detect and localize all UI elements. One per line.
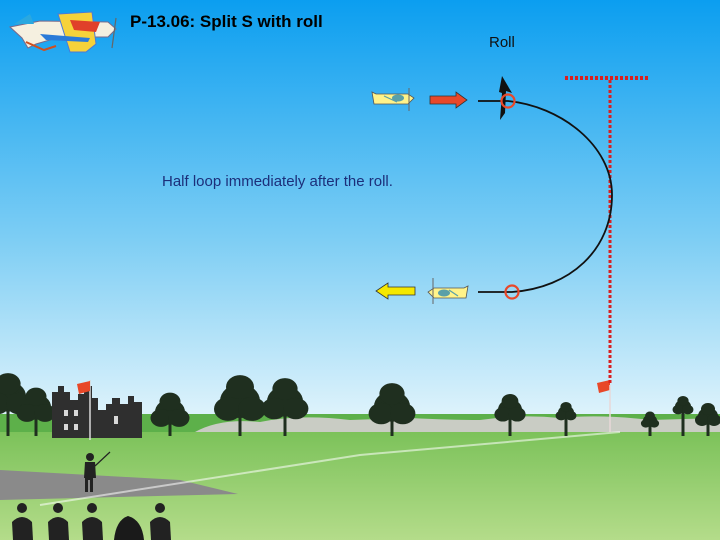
field-line — [39, 431, 621, 506]
exit-arrow-icon — [375, 282, 416, 300]
tree-icon — [214, 375, 266, 436]
cooler-icon — [114, 516, 144, 540]
tree-icon — [555, 402, 577, 436]
castle-ruin-icon — [52, 386, 142, 438]
judge-figures — [12, 503, 171, 540]
right-flag-icon — [597, 380, 610, 393]
left-flag-icon — [77, 380, 91, 440]
aerobatic-plane-logo — [8, 11, 117, 53]
tree-icon — [695, 403, 720, 436]
tree-line — [0, 373, 720, 436]
judge-figure-icon — [12, 503, 33, 540]
center-marker — [565, 76, 648, 432]
tree-icon — [494, 394, 526, 436]
judge-figure-icon — [82, 503, 103, 540]
pilot-figure-icon — [84, 451, 111, 492]
plane-icon — [371, 88, 415, 111]
roll-marker — [499, 76, 516, 120]
judge-figure-icon — [150, 503, 171, 540]
roll-label: Roll — [489, 34, 515, 51]
entry-arrow-icon — [429, 91, 468, 109]
gray-hills — [195, 416, 720, 436]
tree-icon — [368, 383, 416, 436]
tree-icon — [672, 396, 694, 436]
tree-icon — [640, 411, 660, 436]
flight-path — [478, 100, 613, 293]
tree-icon — [16, 387, 56, 436]
judge-figure-icon — [48, 503, 69, 540]
sky — [0, 0, 720, 430]
exit-marker — [504, 284, 520, 300]
tree-icon — [261, 378, 309, 436]
runway — [0, 470, 238, 500]
page-title: P-13.06: Split S with roll — [130, 12, 323, 31]
maneuver-caption: Half loop immediately after the roll. — [162, 173, 393, 190]
tree-icon — [150, 392, 190, 436]
plane-inverted-icon — [427, 278, 469, 304]
